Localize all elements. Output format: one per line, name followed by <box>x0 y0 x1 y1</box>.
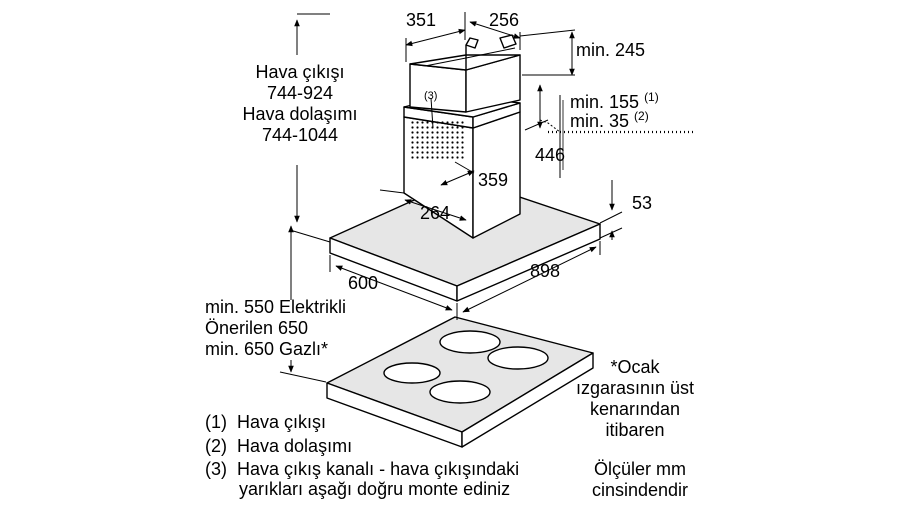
burner <box>439 330 501 354</box>
air-outlet-grill <box>411 121 466 161</box>
hob <box>326 316 594 448</box>
dim-53: 53 <box>632 193 653 213</box>
dim-898: 898 <box>530 261 561 281</box>
dim-min-top: min. 245 <box>576 40 646 60</box>
superscript-1: (1) <box>644 90 659 104</box>
dim-min-35: min. 35 (2) <box>570 109 649 131</box>
burner <box>429 380 491 404</box>
chimney-upper <box>409 34 521 113</box>
callout-3: (3) <box>424 90 438 102</box>
burner <box>487 346 549 370</box>
legend-item: (1) Hava çıkışı <box>205 412 327 432</box>
chimney-lower <box>403 94 521 239</box>
dim-chimney-width: 351 <box>406 10 437 30</box>
dim-chimney-depth: 256 <box>489 10 520 30</box>
dim-min-155: min. 155 (1) <box>570 90 659 112</box>
legend-item-continued: yarıkları aşağı doğru monte ediniz <box>239 479 511 499</box>
units-note: Ölçüler mm cinsindendir <box>591 459 689 500</box>
legend-item: (3) Hava çıkış kanalı - hava çıkışındaki <box>205 459 520 479</box>
dim-600: 600 <box>348 273 379 293</box>
distance-label: min. 550 Elektrikli Önerilen 650 min. 65… <box>205 297 347 359</box>
burner <box>383 362 441 384</box>
legend-item: (2) Hava dolaşımı <box>205 436 353 456</box>
dim-359: 359 <box>478 170 509 190</box>
height-label: Hava çıkışı 744-924 Hava dolaşımı 744-10… <box>242 62 358 145</box>
dim-446: 446 <box>535 145 566 165</box>
dim-264: 264 <box>420 203 451 223</box>
hob-note: *Ocak ızgarasının üst kenarından itibare… <box>575 357 695 440</box>
superscript-2: (2) <box>634 109 649 123</box>
